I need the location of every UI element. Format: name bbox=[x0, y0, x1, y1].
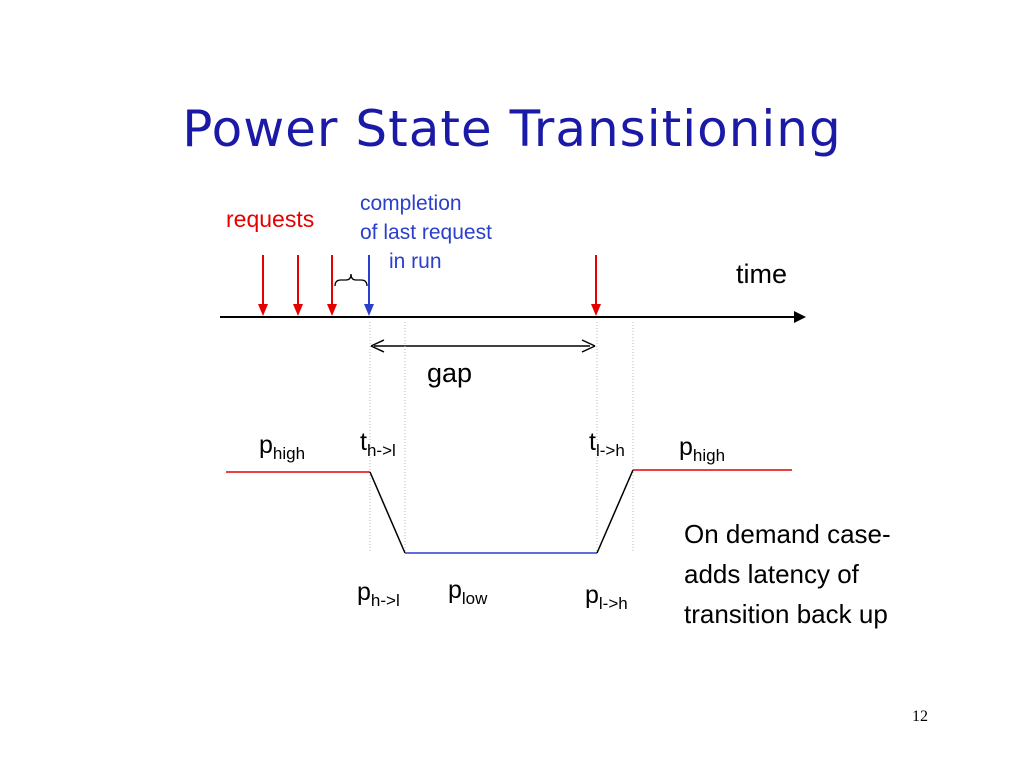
label-base: t bbox=[360, 428, 367, 456]
request-arrowhead bbox=[258, 304, 268, 316]
label-sub: high bbox=[272, 444, 306, 463]
time-axis-arrowhead bbox=[794, 311, 806, 323]
completion-label-line: in run bbox=[389, 250, 442, 273]
requests-label: requests bbox=[226, 206, 315, 232]
t-h-to-l-label: th->l bbox=[360, 428, 396, 460]
label-sub: h->l bbox=[366, 441, 396, 460]
request-arrowhead bbox=[327, 304, 337, 316]
label-sub: l->h bbox=[598, 594, 628, 613]
p-high-right-label: phigh bbox=[679, 433, 725, 465]
slide-title: Power State Transitioning bbox=[182, 100, 842, 158]
label-base: t bbox=[589, 428, 596, 456]
callout-line: transition back up bbox=[684, 599, 888, 629]
callout-line: On demand case- bbox=[684, 519, 891, 549]
request-arrows bbox=[258, 255, 601, 316]
completion-label: completion of last request in run bbox=[360, 189, 492, 276]
page-number: 12 bbox=[912, 708, 928, 725]
on-demand-callout: On demand case- adds latency of transiti… bbox=[684, 514, 891, 634]
label-base: p bbox=[679, 433, 693, 461]
time-guides bbox=[369, 322, 634, 553]
label-base: p bbox=[585, 581, 599, 609]
completion-label-line: of last request bbox=[360, 221, 492, 244]
request-arrowhead bbox=[591, 304, 601, 316]
gap-label: gap bbox=[427, 358, 473, 388]
label-base: p bbox=[357, 578, 371, 606]
p-l-to-h-label: pl->h bbox=[585, 581, 628, 613]
p-high-left-label: phigh bbox=[259, 431, 305, 463]
callout-line: adds latency of bbox=[684, 559, 859, 589]
service-brace bbox=[334, 273, 368, 287]
label-sub: l->h bbox=[595, 441, 625, 460]
label-base: p bbox=[259, 431, 273, 459]
time-label: time bbox=[736, 259, 788, 289]
label-sub: low bbox=[461, 589, 488, 608]
completion-arrowhead bbox=[364, 304, 374, 316]
request-arrowhead bbox=[293, 304, 303, 316]
t-l-to-h-label: tl->h bbox=[589, 428, 625, 460]
power-ramp-up bbox=[596, 469, 634, 554]
label-base: p bbox=[448, 576, 462, 604]
p-low-label: plow bbox=[448, 576, 487, 608]
gap-arrow-left-head bbox=[370, 339, 385, 353]
label-sub: h->l bbox=[370, 591, 400, 610]
completion-label-line: completion bbox=[360, 192, 462, 215]
label-sub: high bbox=[692, 446, 726, 465]
p-h-to-l-label: ph->l bbox=[357, 578, 400, 610]
power-ramp-down bbox=[369, 471, 406, 554]
gap-arrow-right-head bbox=[581, 339, 596, 353]
